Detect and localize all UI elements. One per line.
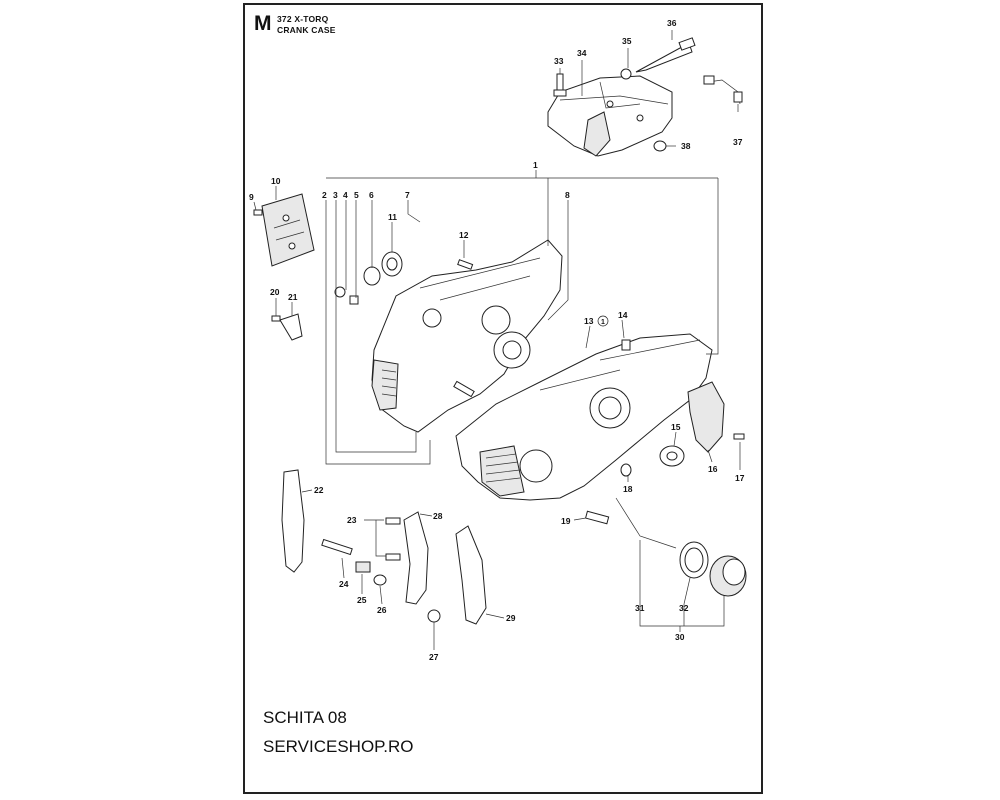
nut-38: [653, 140, 667, 152]
callout-37: 37: [733, 137, 743, 147]
o-ring-32-inner: [684, 547, 704, 573]
screw-12: [457, 259, 474, 270]
callout-21: 21: [288, 292, 298, 302]
note-13: 1: [601, 319, 605, 326]
callout-1: 1: [533, 160, 538, 170]
fuel-cap-top: [722, 558, 746, 586]
callout-29: 29: [506, 613, 516, 623]
bearing-15-inner: [666, 451, 678, 461]
plate-28: [403, 511, 429, 605]
callout-4: 4: [343, 190, 348, 200]
callout-28: 28: [433, 511, 443, 521]
callout-11: 11: [388, 212, 397, 222]
washer-26: [373, 574, 387, 586]
fuel-cap-assembly: [615, 497, 747, 597]
bracket-21: [279, 313, 303, 341]
callout-25: 25: [357, 595, 367, 605]
callout-7: 7: [405, 190, 410, 200]
rod-36: [635, 37, 696, 73]
screw-33: [553, 73, 567, 97]
top-bracket-assembly: [547, 68, 673, 157]
section-letter: M: [254, 12, 272, 35]
callout-15: 15: [671, 422, 681, 432]
bolt-19: [584, 510, 610, 525]
callout-8: 8: [565, 190, 570, 200]
callout-19: 19: [561, 516, 571, 526]
callout-38: 38: [681, 141, 691, 151]
callout-20: 20: [270, 287, 280, 297]
callout-6: 6: [369, 190, 374, 200]
callout-23: 23: [347, 515, 357, 525]
callout-12: 12: [459, 230, 469, 240]
leader-lines: [253, 30, 741, 650]
callout-17: 17: [735, 473, 745, 483]
callout-18: 18: [623, 484, 633, 494]
crankcase-right-half: [455, 333, 713, 501]
crankcase-left-half: [371, 239, 563, 433]
callout-labels: 1 2 3 4 5 6 7 8 9 10 11 12 13 1 14 15 16…: [249, 18, 745, 662]
bearing-11-inner: [386, 257, 398, 271]
seal-6: [363, 266, 381, 286]
callout-10: 10: [271, 176, 281, 186]
screw-5: [349, 295, 359, 305]
stud-18: [620, 463, 632, 477]
callout-36: 36: [667, 18, 677, 28]
callout-34: 34: [577, 48, 587, 58]
callout-32: 32: [679, 603, 689, 613]
sleeve-25: [355, 561, 371, 573]
callout-2: 2: [322, 190, 327, 200]
plate-29: [455, 525, 487, 625]
callout-13: 13: [584, 316, 594, 326]
note-circle-13: [597, 315, 609, 327]
callout-9: 9: [249, 192, 254, 202]
pin-14: [621, 339, 631, 351]
cover-16: [687, 381, 725, 453]
callout-31: 31: [635, 603, 645, 613]
callout-22: 22: [314, 485, 324, 495]
screw-9: [253, 209, 263, 216]
callout-27: 27: [429, 652, 439, 662]
callout-16: 16: [708, 464, 718, 474]
screw-17: [733, 433, 745, 440]
screw-20: [271, 315, 281, 322]
callout-24: 24: [339, 579, 349, 589]
callout-30: 30: [675, 632, 685, 642]
model-title: 372 X-TORQ: [277, 14, 329, 24]
section-title: CRANK CASE: [277, 25, 336, 35]
part-4: [334, 286, 346, 298]
callout-26: 26: [377, 605, 387, 615]
screw-23a: [385, 517, 401, 525]
footer-line-2: SERVICESHOP.RO: [263, 737, 414, 756]
plate-22: [281, 469, 305, 573]
footer-line-1: SCHITA 08: [263, 708, 347, 727]
callout-33: 33: [554, 56, 564, 66]
callout-5: 5: [354, 190, 359, 200]
drawing-frame: [243, 3, 763, 794]
callout-14: 14: [618, 310, 628, 320]
nut-27: [427, 609, 441, 623]
link-37: [703, 75, 743, 105]
callout-3: 3: [333, 190, 338, 200]
plate-10: [261, 193, 315, 267]
bolt-24: [321, 538, 353, 556]
callout-35: 35: [622, 36, 632, 46]
screw-23b: [385, 553, 401, 561]
